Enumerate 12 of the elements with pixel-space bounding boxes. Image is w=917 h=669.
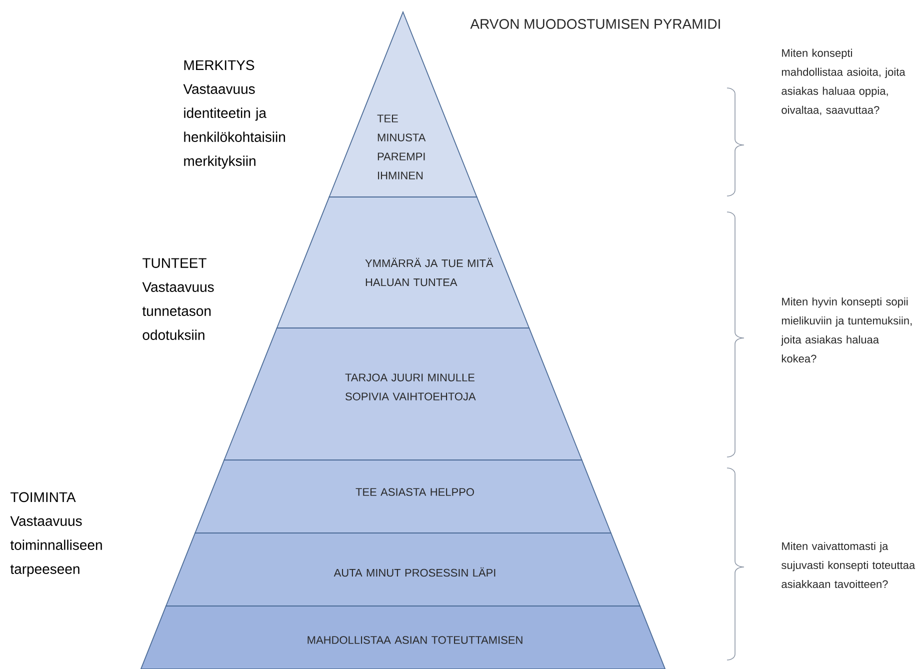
question-text: Miten konsepti mahdollistaa asioita, joita asiakas haluaa oppia, oivaltaa, saavuttaa?: [782, 48, 906, 116]
level-description: Vastaavuus identiteetin ja henkilökohtaisiin merkityksiin: [183, 84, 285, 169]
question-text: Miten hyvin konsepti sopii mielikuviin ja tuntemuksiin, joita asiakas haluaa kokea?: [780, 297, 912, 363]
level-heading: MERKITYS: [184, 60, 254, 70]
level-description: Vastaavuus toiminnalliseen tarpeeseen: [10, 516, 102, 577]
pyramid-level: YMMÄRRÄ JA TUE MITÄ HALUAN TUNTEA: [276, 196, 530, 328]
level-heading: TOIMINTA: [10, 492, 76, 502]
question-text: Miten vaivattomasti ja sujuvasti konsepti toteuttaa asiakkaan tavoitteen?: [782, 542, 916, 588]
pyramid-level: TARJOA JUURI MINULLE SOPIVIA VAIHTOEHTOJA: [224, 328, 582, 460]
level-description: Vastaavuus tunnetason odotuksiin: [142, 282, 214, 340]
pyramid-level: MAHDOLLISTAA ASIAN TOTEUTTAMISEN: [140, 606, 666, 669]
level-heading: TUNTEET: [142, 258, 206, 268]
